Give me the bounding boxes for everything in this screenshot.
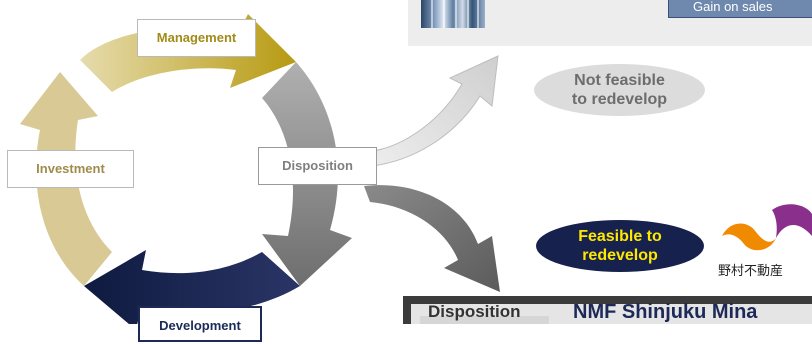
feasible-line-2: redevelop [582,247,658,264]
stage-management-label: Management [137,19,256,57]
not-feasible-line-1: Not feasible [574,72,665,89]
not-feasible-line-2: to redevelop [571,91,668,108]
feasible-oval: Feasible to redevelop [536,220,704,272]
branch-arrow-not-feasible [363,55,499,167]
nomura-logo-caption: 野村不動産 [718,263,784,278]
branch-arrow-feasible [364,185,500,292]
gain-on-sales-box: Gain on sales [668,0,812,18]
building-photo [421,0,485,28]
nomura-logo-orange [722,223,776,251]
disposition-tab-label: Disposition [428,302,521,321]
disposition-tab [420,316,549,324]
feasible-line-1: Feasible to [578,228,662,245]
stage-disposition-label: Disposition [258,147,377,185]
not-feasible-oval: Not feasible to redevelop [534,64,705,116]
development-arrow [84,250,300,324]
stage-development-label: Development [138,306,262,342]
nomura-logo-purple [772,204,812,238]
stage-investment-label: Investment [7,150,134,188]
property-title: NMF Shinjuku Mina [573,301,758,323]
